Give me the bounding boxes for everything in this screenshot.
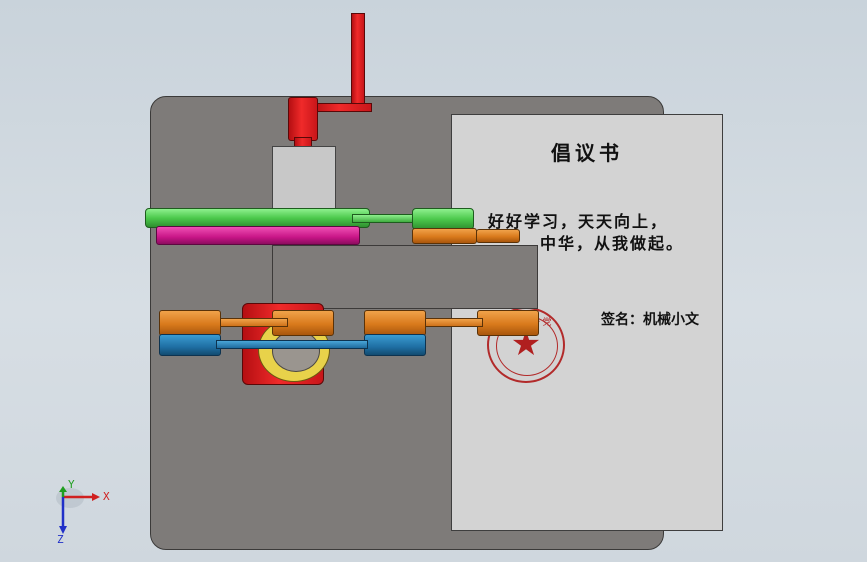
crank-arm[interactable]	[312, 103, 372, 112]
coordinate-triad: X Y Z	[56, 478, 110, 546]
orange-link-rod-left[interactable]	[220, 318, 288, 327]
orange-link-rod-right[interactable]	[425, 318, 483, 327]
proposal-line-2: 中华，从我做起。	[540, 234, 685, 253]
lower-blue-wheel-1[interactable]	[159, 334, 221, 356]
blue-link-rod[interactable]	[216, 340, 368, 349]
lower-orange-wheel-1[interactable]	[159, 310, 221, 336]
x-axis-label: X	[103, 490, 110, 503]
proposal-sheet[interactable]: 倡议书 好好学习，天天向上， 中华，从我做起。 签名：机械小文	[451, 114, 723, 531]
proposal-title: 倡议书	[551, 141, 623, 165]
middle-housing[interactable]	[272, 245, 538, 309]
z-axis-label: Z	[57, 533, 64, 546]
proposal-signature: 签名：机械小文	[601, 312, 699, 328]
green-link-rod[interactable]	[352, 214, 414, 223]
upper-column[interactable]	[272, 146, 336, 212]
large-magenta-wheel[interactable]	[156, 226, 360, 245]
y-axis-label: Y	[68, 478, 75, 491]
lower-orange-wheel-4[interactable]	[477, 310, 539, 336]
proposal-line-1: 好好学习，天天向上，	[488, 212, 669, 231]
z-axis-arrowhead	[59, 526, 67, 534]
upper-orange-wheel-right[interactable]	[476, 229, 520, 243]
lower-orange-wheel-3[interactable]	[364, 310, 426, 336]
small-green-wheel[interactable]	[412, 208, 474, 230]
crank-hub[interactable]	[288, 97, 318, 141]
lower-blue-wheel-3[interactable]	[364, 334, 426, 356]
large-green-wheel[interactable]	[145, 208, 370, 228]
y-axis-arrowhead	[59, 486, 67, 492]
x-axis-arrowhead	[92, 493, 100, 501]
yellow-wheel-hub	[272, 330, 320, 372]
upper-orange-wheel-left[interactable]	[412, 228, 477, 244]
crank-handle[interactable]	[351, 13, 365, 109]
